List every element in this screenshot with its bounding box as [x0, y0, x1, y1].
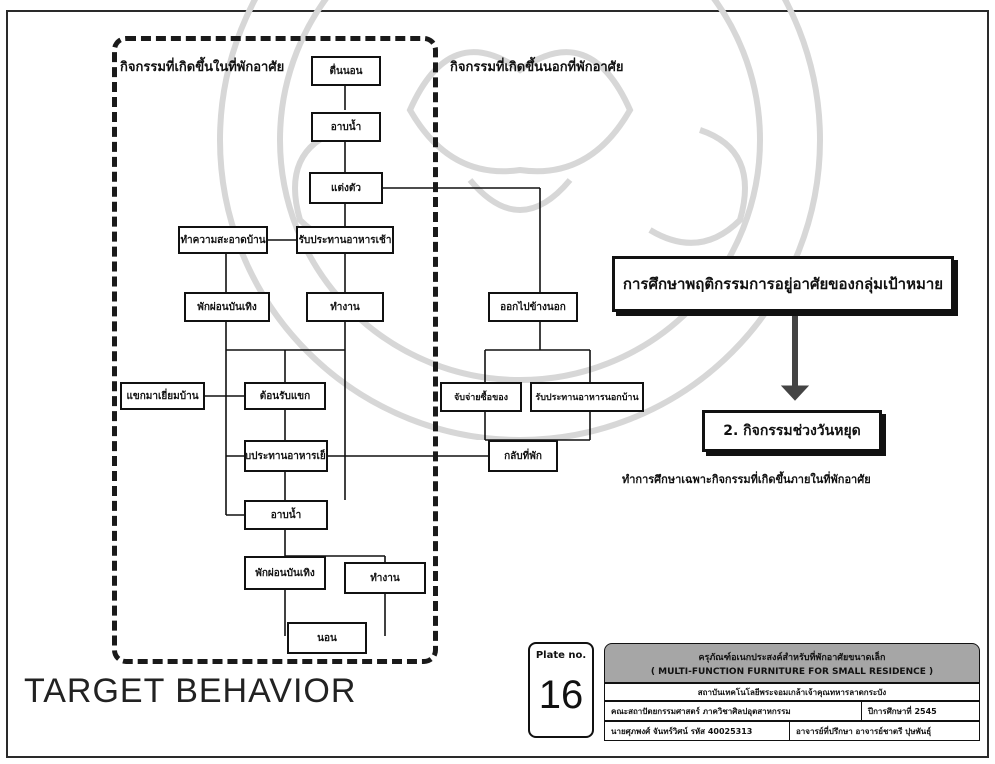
node-work-2: ทำงาน: [344, 562, 426, 594]
title-block-header: ครุภัณฑ์อเนกประสงค์สำหรับที่พักอาศัยขนาด…: [604, 643, 980, 683]
title-block: ครุภัณฑ์อเนกประสงค์สำหรับที่พักอาศัยขนาด…: [604, 643, 980, 741]
plate-number-box: Plate no. 16: [528, 642, 594, 738]
plate-number: 16: [538, 673, 584, 717]
node-breakfast: รับประทานอาหารเช้า: [296, 226, 394, 254]
institution-name: สถาบันเทคโนโลยีพระจอมเกล้าเจ้าคุณทหารลาด…: [697, 687, 887, 697]
node-outside-2: รับประทานอาหารนอกบ้าน: [530, 382, 644, 412]
study-title-box: การศึกษาพฤติกรรมการอยู่อาศัยของกลุ่มเป้า…: [612, 256, 954, 312]
academic-year: ปีการศึกษาที่ 2545: [868, 706, 937, 716]
study-note: ทำการศึกษาเฉพาะกิจกรรมที่เกิดขึ้นภายในที…: [622, 473, 871, 486]
student-name: นายศุภพงศ์ จันทร์วิศน์ รหัส 40025313: [605, 722, 790, 740]
node-work-1: ทำงาน: [306, 292, 384, 322]
project-title-thai: ครุภัณฑ์อเนกประสงค์สำหรับที่พักอาศัยขนาด…: [698, 652, 886, 663]
title-block-faculty-row: คณะสถาปัตยกรรมศาสตร์ ภาควิชาศิลปอุตสาหกร…: [604, 701, 980, 721]
sheet-title: TARGET BEHAVIOR: [24, 672, 357, 710]
node-relax-1: พักผ่อนบันเทิง: [184, 292, 270, 322]
title-block-institution-row: สถาบันเทคโนโลยีพระจอมเกล้าเจ้าคุณทหารลาด…: [604, 683, 980, 701]
inside-residence-region: [112, 36, 438, 664]
weekend-activity-box: 2. กิจกรรมช่วงวันหยุด: [702, 410, 882, 452]
node-shower: อาบน้ำ: [311, 112, 381, 142]
node-shower-2: อาบน้ำ: [244, 500, 328, 530]
node-clean: ทำความสะอาดบ้าน: [178, 226, 268, 254]
project-title-english: ( MULTI-FUNCTION FURNITURE FOR SMALL RES…: [650, 666, 934, 677]
node-back-home: กลับที่พัก: [488, 440, 558, 472]
inside-region-label: กิจกรรมที่เกิดขึ้นในที่พักอาศัย: [120, 60, 285, 75]
title-block-people-row: นายศุภพงศ์ จันทร์วิศน์ รหัส 40025313 อาจ…: [604, 721, 980, 741]
node-dress: แต่งตัว: [309, 172, 383, 204]
node-dinner: รับประทานอาหารเย็น: [244, 440, 328, 472]
faculty-name: คณะสถาปัตยกรรมศาสตร์ ภาควิชาศิลปอุตสาหกร…: [605, 702, 862, 720]
node-wake: ตื่นนอน: [311, 56, 381, 86]
node-go-out: ออกไปข้างนอก: [488, 292, 578, 322]
node-sleep: นอน: [287, 622, 367, 654]
node-relax-2: พักผ่อนบันเทิง: [244, 556, 326, 590]
advisor-name: อาจารย์ที่ปรึกษา อาจารย์ชาตรี ปุษพันธุ์: [796, 726, 932, 736]
node-visit: แขกมาเยี่ยมบ้าน: [120, 382, 205, 410]
node-outside-1: จับจ่ายซื้อของ: [440, 382, 522, 412]
outside-region-label: กิจกรรมที่เกิดขึ้นนอกที่พักอาศัย: [450, 60, 624, 75]
plate-label: Plate no.: [535, 650, 587, 661]
node-guests: ต้อนรับแขก: [244, 382, 326, 410]
